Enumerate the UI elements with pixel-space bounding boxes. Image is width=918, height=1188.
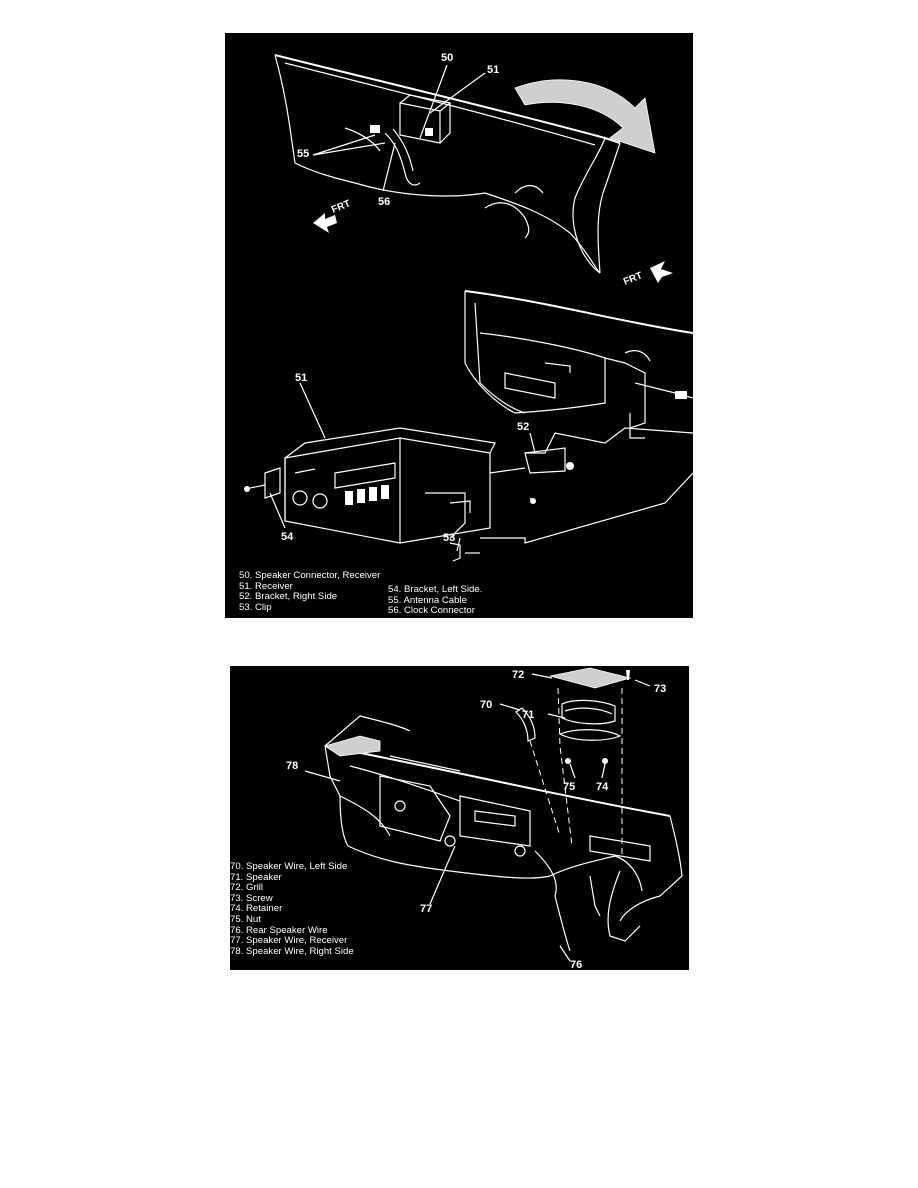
legend-item-56: 56. Clock Connector [388, 605, 475, 617]
legend-item-70: 70. Speaker Wire, Left Side [230, 861, 348, 872]
legend-item-55: 55. Antenna Cable [388, 594, 467, 606]
legend-item-71: 71. Speaker [230, 871, 282, 883]
callout-70: 70 [480, 699, 492, 711]
rotation-arrow [514, 79, 656, 154]
dashboard-drawing [324, 715, 683, 952]
callout-53: 53 [443, 532, 455, 544]
legend-item-53: 53. Clip [239, 601, 272, 613]
callout-76: 76 [570, 959, 582, 970]
speaker-installation-diagram: 72 73 70 71 78 75 74 77 76 70. Speaker W… [230, 666, 689, 970]
legend-item-72: 72. Grill [230, 882, 264, 894]
legend-item-73: 73. Screw [230, 892, 273, 904]
legend-item-78: 78. Speaker Wire, Right Side [230, 945, 354, 957]
frt-label-left: FRT [330, 198, 352, 215]
frt-arrow-right: FRT [622, 261, 673, 288]
legend-item-52: 52. Bracket, Right Side [239, 591, 338, 603]
legend-item-77: 77. Speaker Wire, Receiver [230, 935, 348, 947]
legend-left-column: 50. Speaker Connector, Receiver 51. Rece… [239, 570, 381, 613]
receiver-drawing [244, 427, 693, 562]
speaker-diagram-artwork: 72 73 70 71 78 75 74 77 76 [286, 667, 683, 970]
callout-77: 77 [420, 903, 432, 915]
callout-50: 50 [441, 52, 453, 64]
dash-opening-drawing [464, 290, 693, 439]
callout-leaders [304, 673, 651, 962]
legend-item-74: 74. Retainer [230, 903, 283, 915]
callout-78: 78 [286, 760, 298, 772]
callout-leaders [269, 64, 536, 552]
callout-52: 52 [517, 421, 529, 433]
legend-item-76: 76. Rear Speaker Wire [230, 924, 328, 936]
callout-75: 75 [563, 781, 575, 793]
legend-right-column: 54. Bracket, Left Side. 55. Antenna Cabl… [388, 584, 483, 617]
legend-item-50: 50. Speaker Connector, Receiver [239, 570, 381, 581]
legend-item-51: 51. Receiver [239, 580, 293, 592]
callout-55: 55 [297, 148, 309, 160]
callout-51-bottom: 51 [295, 372, 307, 384]
callout-51-top: 51 [487, 64, 499, 76]
callout-71: 71 [522, 709, 534, 721]
callout-56: 56 [378, 196, 390, 208]
frt-label-right: FRT [622, 270, 644, 287]
legend-column: 70. Speaker Wire, Left Side 71. Speaker … [230, 861, 354, 957]
callout-72: 72 [512, 669, 524, 681]
callout-54: 54 [281, 531, 294, 543]
callout-74: 74 [596, 781, 609, 793]
legend-item-75: 75. Nut [230, 913, 261, 925]
callout-73: 73 [654, 683, 666, 695]
speaker-assembly-drawing [515, 667, 632, 856]
receiver-installation-diagram: FRT FRT [225, 33, 693, 618]
frt-arrow-left: FRT [313, 198, 352, 233]
legend-item-54: 54. Bracket, Left Side. [388, 584, 483, 595]
receiver-diagram-artwork: FRT FRT [244, 52, 693, 562]
